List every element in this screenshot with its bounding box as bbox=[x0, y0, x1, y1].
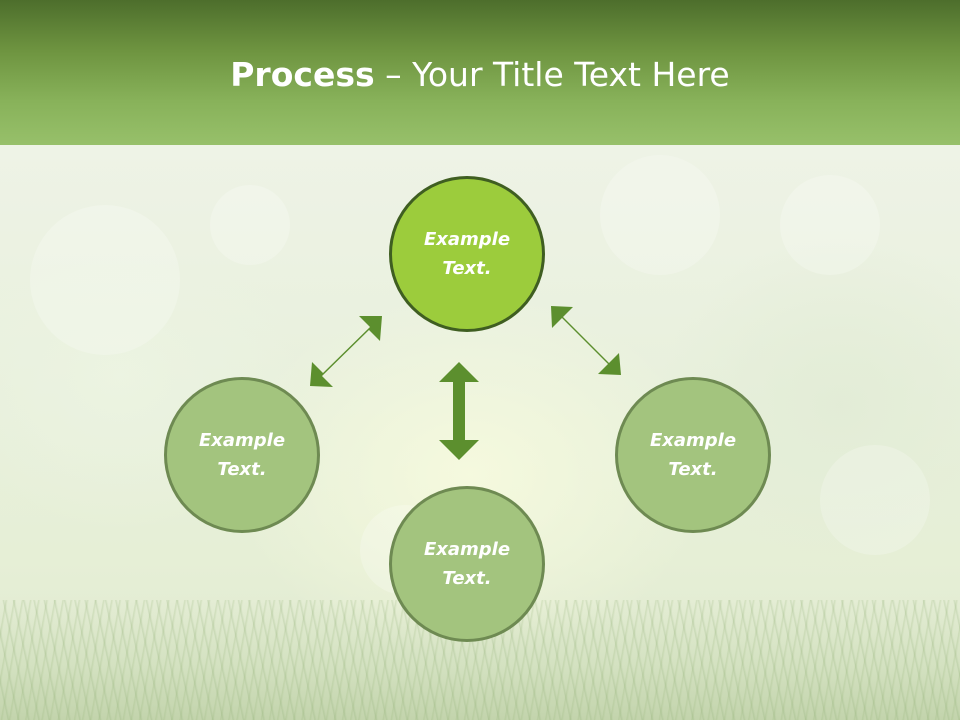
process-node-left: Example Text. bbox=[164, 377, 320, 533]
node-right-label: Example Text. bbox=[649, 430, 737, 480]
process-node-top: Example Text. bbox=[389, 176, 545, 332]
process-node-right: Example Text. bbox=[615, 377, 771, 533]
title-bold: Process bbox=[230, 55, 375, 94]
arrow-right-diagonal bbox=[551, 306, 621, 375]
header-band: Process – Your Title Text Here bbox=[0, 0, 960, 145]
node-left-label: Example Text. bbox=[198, 430, 286, 480]
slide-title: Process – Your Title Text Here bbox=[0, 52, 960, 98]
arrow-vertical bbox=[439, 362, 479, 460]
node-top-label: Example Text. bbox=[423, 229, 511, 279]
title-rest: – Your Title Text Here bbox=[374, 55, 730, 94]
process-node-bottom: Example Text. bbox=[389, 486, 545, 642]
arrow-left-diagonal bbox=[310, 316, 382, 387]
node-bottom-label: Example Text. bbox=[423, 539, 511, 589]
